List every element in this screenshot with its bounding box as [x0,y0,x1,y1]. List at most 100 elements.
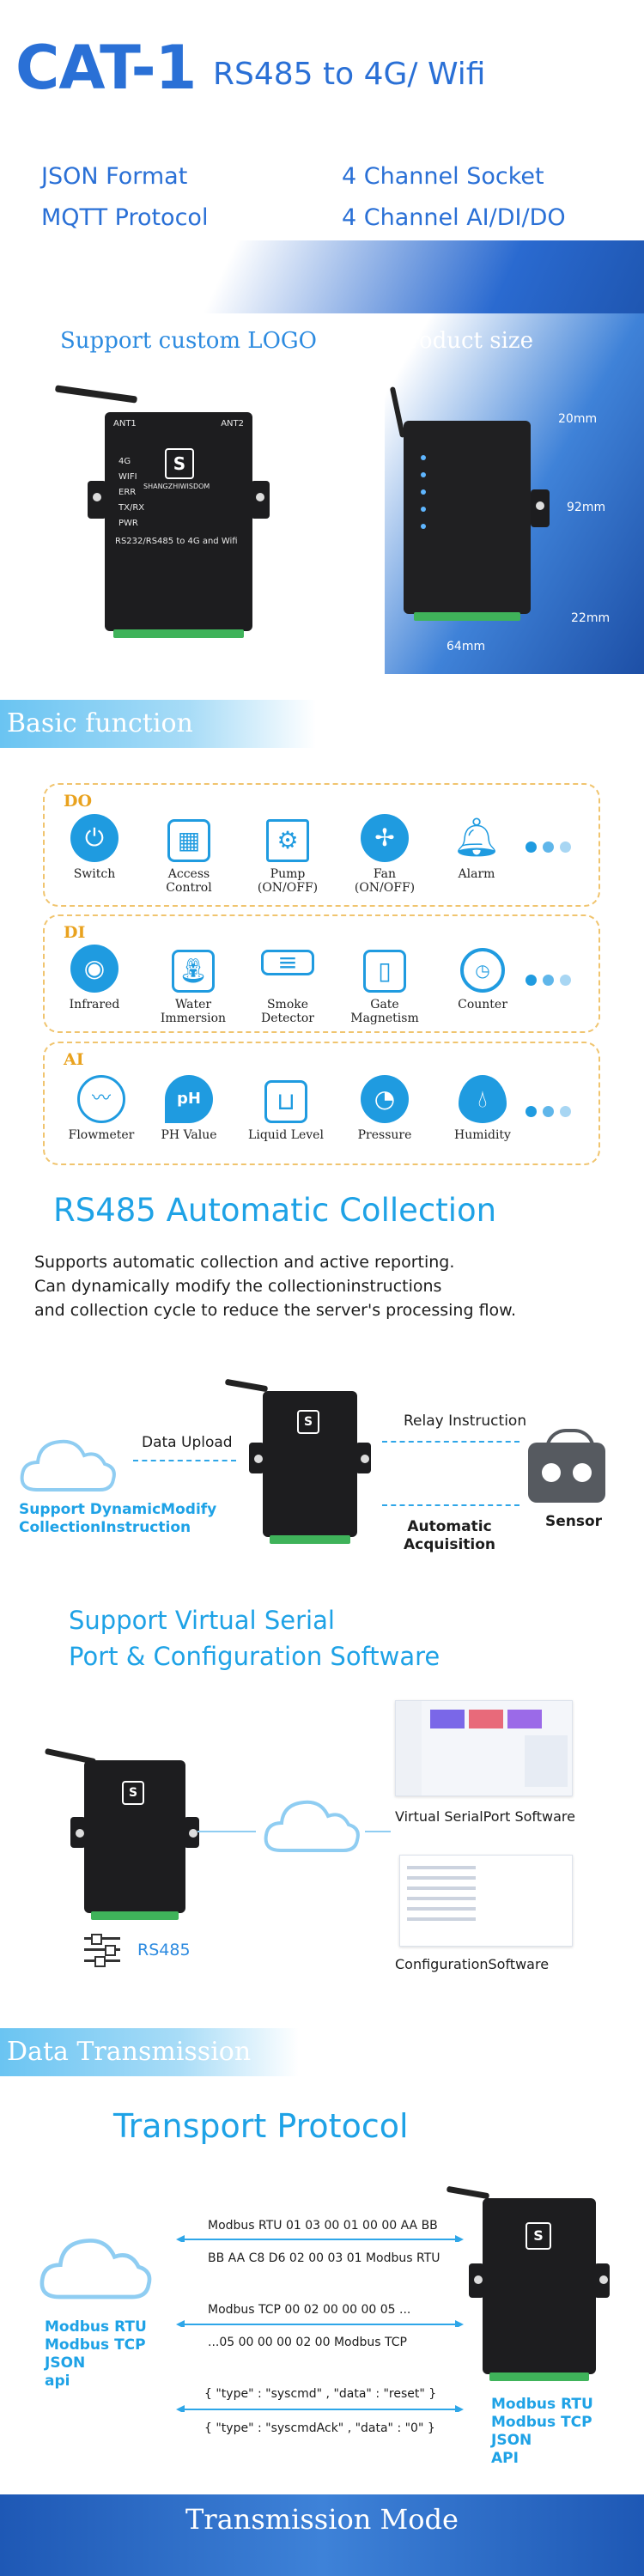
ai-label: AI [64,1050,84,1069]
msg-json-request: { "type" : "syscmd" , "data" : "reset" } [204,2387,437,2401]
virtual-title-1: Support Virtual Serial [69,1606,335,1635]
humidity-icon: 💧︎ [459,1075,507,1123]
di-item-gate: ▯ Gate Magnetism [342,945,428,1025]
footer-title: Transmission Mode [185,2503,459,2536]
led-wifi: WIFI [118,472,137,482]
cloud-caption: Support DynamicModify CollectionInstruct… [19,1501,217,1536]
water-tap-icon: ⛲︎ [172,950,215,993]
device-virtual: S [70,1760,199,1920]
led-txrx: TX/RX [118,503,145,513]
do-item-pump: ⚙ Pump (ON/OFF) [245,814,331,895]
product-size-caption: Product size [393,328,533,354]
cloud-transport-icon [39,2239,152,2300]
do-label: DO [64,792,93,811]
pump-icon: ⚙ [266,819,309,862]
msg-rtu-response: BB AA C8 D6 02 00 03 01 Modbus RTU [208,2251,440,2265]
ai-item-humidity: 💧︎ Humidity [440,1075,526,1142]
feature-mqtt: MQTT Protocol [41,204,209,231]
relay-instruction-label: Relay Instruction [404,1413,527,1430]
smoke-detector-icon: ≡ [261,950,314,975]
ai-item-ph: pH PH Value [146,1075,232,1142]
device-side [404,421,550,621]
led-4g: 4G [118,457,131,466]
config-software-label: ConfigurationSoftware [395,1956,550,1972]
cloud-virtual-icon [264,1800,360,1852]
di-item-counter: ◷ Counter [440,945,526,1012]
fan-icon: ✢ [361,814,409,862]
do-item-fan: ✢ Fan (ON/OFF) [342,814,428,895]
right-protocol-3: JSON [491,2432,532,2449]
ai-group: AI [43,1042,600,1165]
footer-banner [0,2494,644,2576]
data-transmission-banner: Data Transmission [0,2028,299,2076]
virtual-link-left [197,1831,256,1832]
di-item-infrared: ◉ Infrared [52,945,137,1012]
di-item-smoke: ≡ Smoke Detector [260,948,314,1025]
config-software-screenshot [399,1855,573,1947]
liquid-level-icon: ⊔ [264,1080,307,1123]
sensor-icon [528,1429,605,1503]
feature-io: 4 Channel AI/DI/DO [342,204,566,231]
do-item-switch: ⏻ Switch [52,814,137,881]
left-protocol-4: api [45,2372,70,2390]
ph-icon: pH [165,1075,213,1123]
device-transport: S [469,2198,610,2381]
antenna-collection [224,1378,269,1393]
led-pwr: PWR [118,519,138,528]
cloud-icon [20,1439,116,1492]
dim-bottom: 22mm [571,611,611,625]
collection-line-1: Supports automatic collection and active… [34,1253,455,1272]
more-dots-di [526,973,586,987]
sliders-icon [84,1932,120,1967]
msg-rtu-request: Modbus RTU 01 03 00 01 00 00 AA BB [208,2219,438,2233]
custom-logo-caption: Support custom LOGO [60,328,317,354]
led-err: ERR [118,488,137,497]
device-model: RS232/RS485 to 4G and Wifi [115,537,238,546]
antenna-transport [446,2185,490,2200]
do-item-access: ▦ Access Control [146,814,232,895]
arrow-rtu [176,2235,464,2242]
di-item-water: ⛲︎ Water Immersion [150,945,236,1025]
product-title: CAT-1 [15,33,197,103]
ai-item-flowmeter: 〰 Flowmeter [58,1075,144,1142]
collection-line-3: and collection cycle to reduce the serve… [34,1301,516,1320]
power-icon: ⏻ [70,814,118,862]
msg-tcp-request: Modbus TCP 00 02 00 00 00 05 ... [208,2303,411,2317]
flowmeter-icon: 〰 [77,1075,125,1123]
dim-width: 64mm [447,640,486,653]
ai-item-level: ⊔ Liquid Level [243,1075,329,1142]
data-upload-arrow [133,1460,236,1461]
virtual-link-right [365,1831,391,1832]
ant1-label: ANT1 [113,419,137,428]
data-upload-label: Data Upload [142,1434,233,1451]
di-label: DI [64,923,86,942]
collection-title: RS485 Automatic Collection [53,1192,497,1229]
infrared-icon: ◉ [70,945,118,993]
device-front: ANT1 ANT2 4G WIFI ERR TX/RX PWR S SHANGZ… [88,412,270,638]
ant2-label: ANT2 [221,419,244,428]
do-group: DO [43,783,600,907]
feature-json: JSON Format [41,163,188,190]
basic-function-banner: Basic function [0,700,316,748]
right-protocol-1: Modbus RTU [491,2396,593,2413]
brand-logo-icon: S [165,448,194,479]
stopwatch-icon: ◷ [460,948,505,993]
automatic-acquisition-label: Automatic Acquisition [404,1518,496,1553]
virtual-serial-label: Virtual SerialPort Software [395,1808,575,1825]
right-protocol-2: Modbus TCP [491,2414,592,2431]
arrow-tcp [176,2320,464,2327]
virtual-title-2: Port & Configuration Software [69,1642,440,1671]
acquisition-arrow [382,1504,519,1506]
right-protocol-4: API [491,2450,519,2467]
collection-line-2: Can dynamically modify the collectionins… [34,1277,442,1296]
transport-protocol-title: Transport Protocol [113,2107,409,2145]
do-item-alarm: 🔔︎ Alarm [453,816,501,881]
access-control-icon: ▦ [167,819,210,862]
arrow-json [176,2405,464,2412]
dim-height: 92mm [567,501,606,514]
product-subtitle: RS485 to 4G/ Wifi [213,57,486,92]
sensor-label: Sensor [545,1513,603,1530]
dim-top: 20mm [558,412,598,426]
left-protocol-2: Modbus TCP [45,2336,146,2354]
bell-icon: 🔔︎ [453,816,501,860]
